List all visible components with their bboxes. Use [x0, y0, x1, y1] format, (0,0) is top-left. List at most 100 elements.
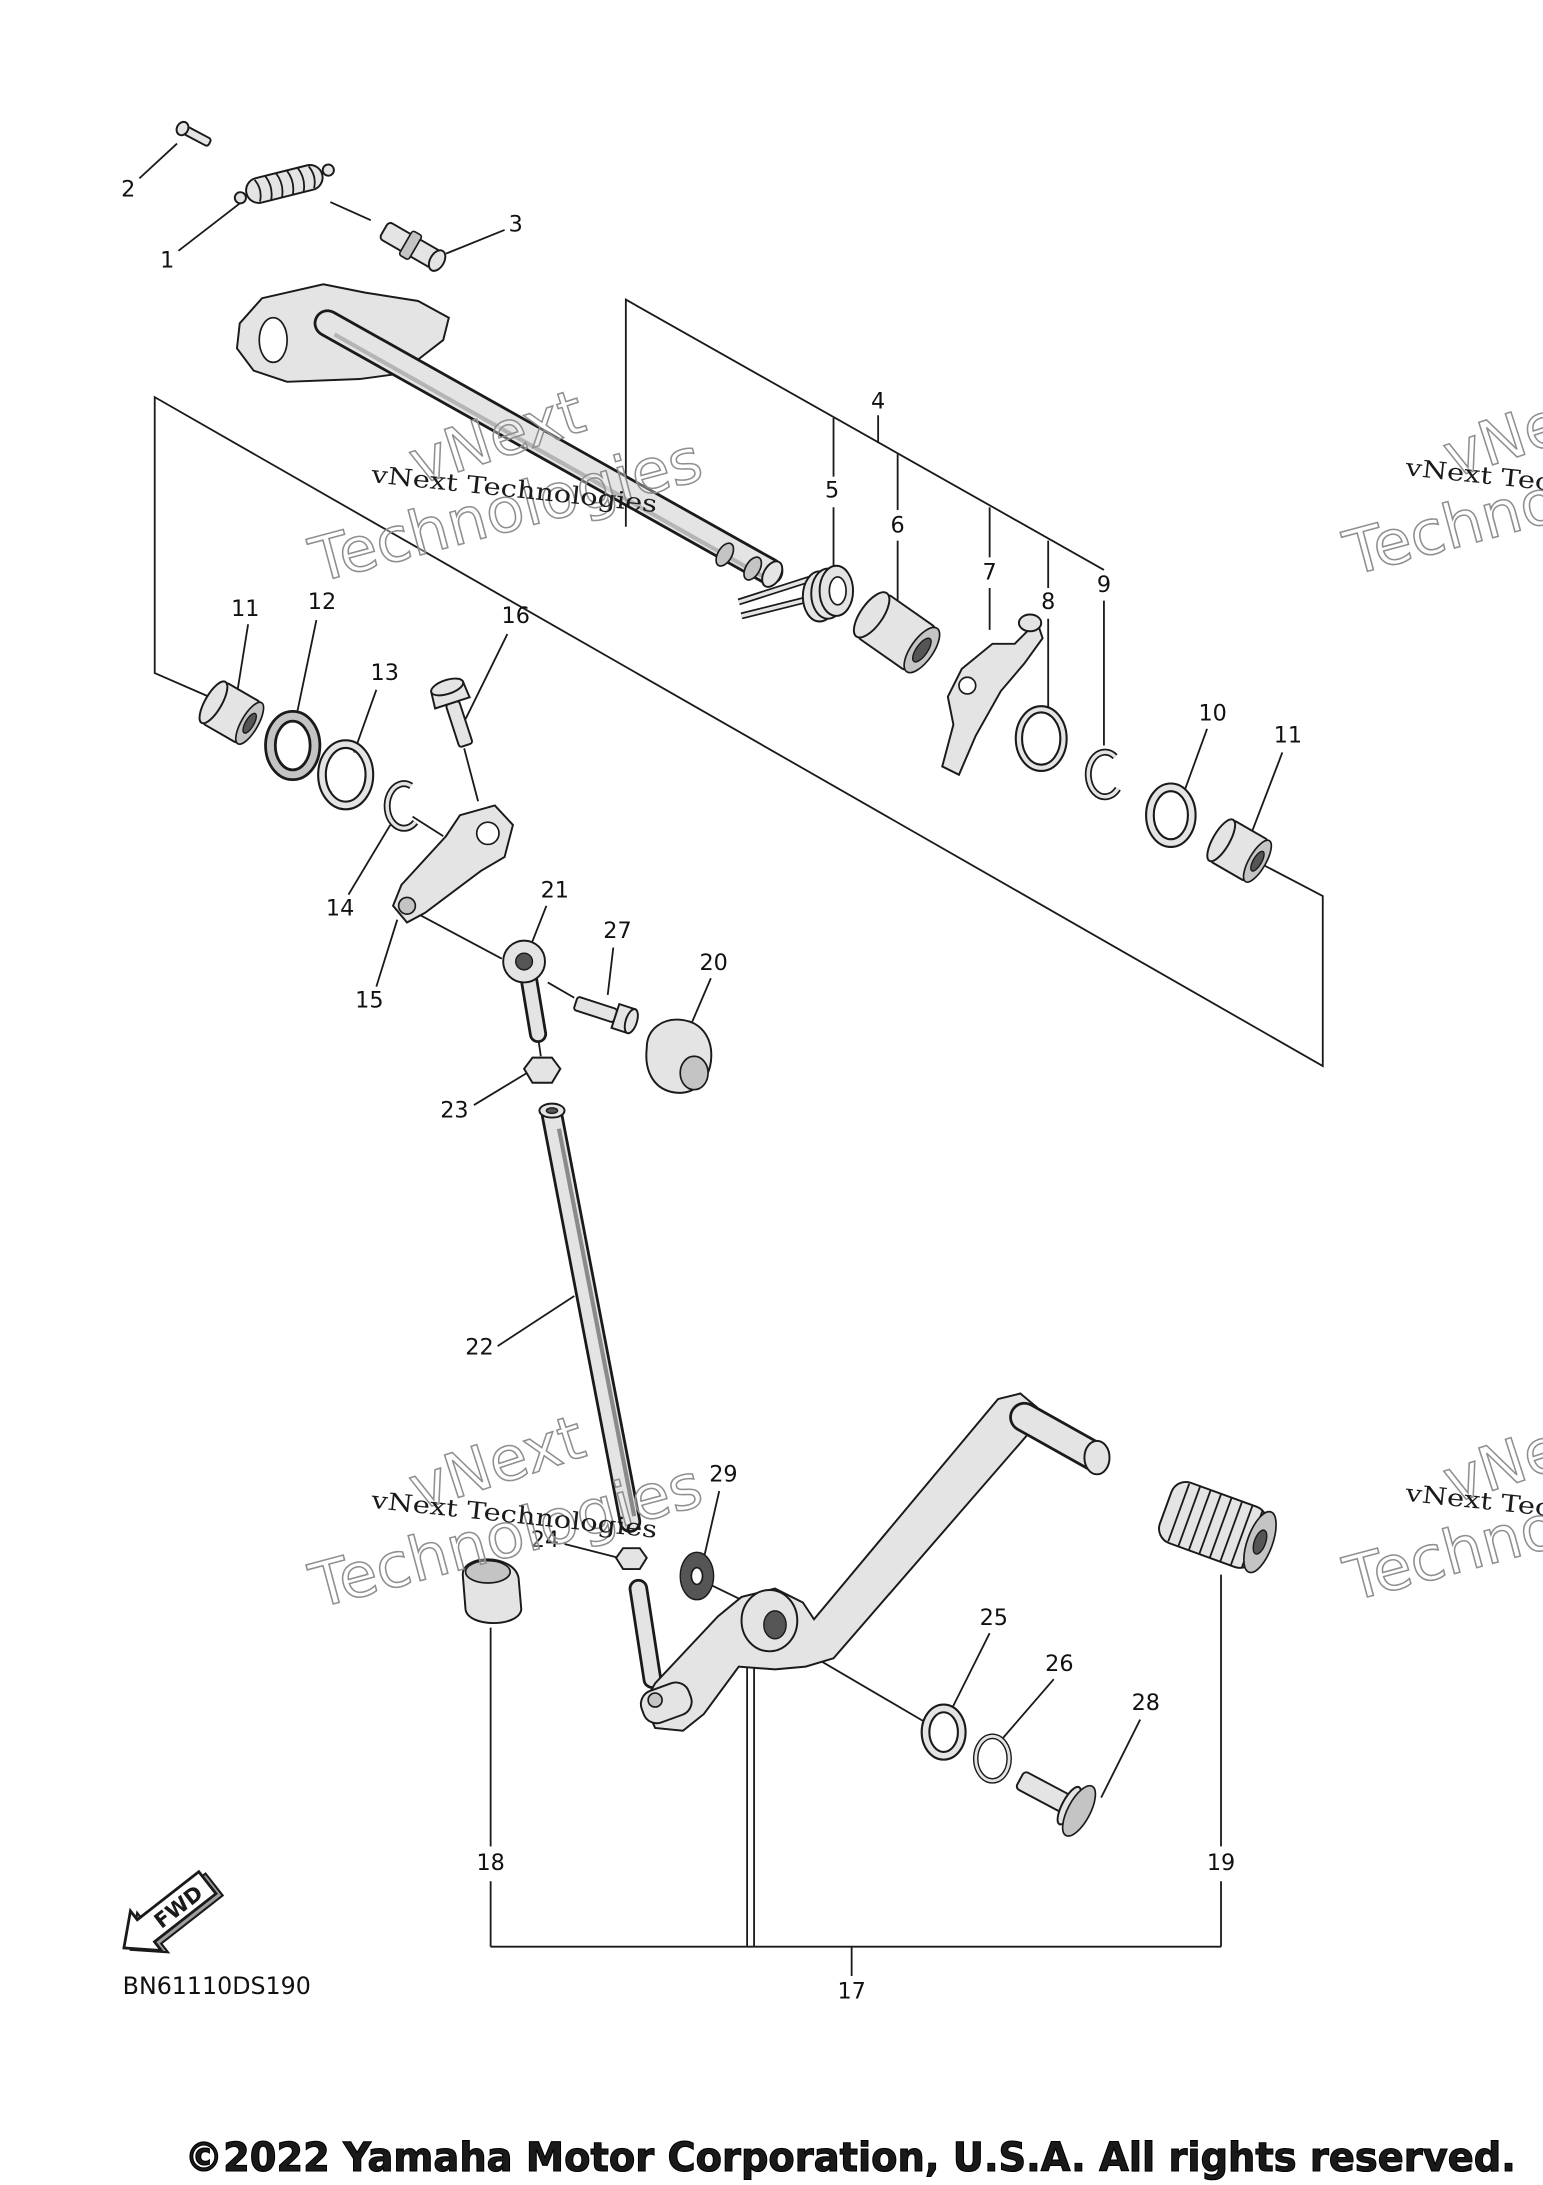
torsion-spring-part	[737, 564, 855, 623]
lever-roller	[1017, 613, 1043, 633]
callout-label: 14	[326, 896, 354, 922]
pedal-rubber-part	[1158, 1480, 1277, 1574]
bushing-bore	[1250, 850, 1265, 872]
rod-end-ball	[515, 952, 534, 971]
bolt-part-28	[1015, 1771, 1097, 1837]
foot-peg-end	[1083, 1439, 1111, 1476]
foot-peg	[1011, 1404, 1107, 1469]
leader-line-28	[1100, 1719, 1141, 1799]
washer-face	[922, 1705, 965, 1759]
washer-part-25	[920, 1703, 967, 1761]
callout-label: 11	[231, 596, 259, 622]
connector-line-15-21	[420, 914, 503, 960]
bushing-end	[198, 680, 229, 725]
callout-label: 15	[355, 987, 383, 1013]
spring-hook	[321, 163, 335, 177]
leader-line-2	[138, 142, 178, 180]
collar-part	[852, 591, 941, 674]
callout-label: 17	[837, 1978, 865, 2004]
washer-part-29	[679, 1551, 715, 1601]
pedal-part	[628, 1392, 1111, 1732]
shift-lever-part	[941, 613, 1044, 777]
callout-label: 19	[1207, 1850, 1235, 1876]
rod-top-bore	[545, 1107, 559, 1115]
callout-label: 5	[825, 477, 839, 503]
leader-line-22	[497, 1295, 575, 1347]
pin-head	[175, 120, 190, 137]
shaft-spline	[715, 542, 735, 567]
bushing-bore	[242, 712, 258, 734]
leader-line-10	[1183, 728, 1208, 791]
leader-line-20	[689, 977, 712, 1028]
callout-label: 3	[509, 211, 523, 237]
fwd-arrow-icon: FWD	[122, 1869, 225, 1954]
callout-label: 2	[121, 176, 135, 202]
bushing-end	[1206, 818, 1237, 863]
arm-end-hole	[397, 896, 417, 915]
bracket-hole	[258, 316, 288, 364]
rod-end-shaft	[521, 969, 545, 1041]
callout-labels: 1 2 3 4 5 6 7 8 9 10 11 11 12 13 14 15 1…	[121, 176, 1302, 2004]
bolt-shaft	[573, 996, 618, 1023]
shaft-end	[761, 560, 784, 588]
ring-part-26	[972, 1733, 1012, 1784]
leader-line-24	[564, 1543, 620, 1559]
callout-label: 4	[871, 388, 885, 414]
lever-plate	[941, 619, 1044, 777]
diagram-code: BN61110DS190	[123, 1972, 311, 2000]
leader-line-13	[353, 689, 378, 753]
seal-face	[266, 712, 319, 779]
bushing-part-right	[1206, 818, 1273, 883]
leader-line-1	[177, 202, 241, 252]
washer-face	[319, 741, 373, 809]
washer-hole	[690, 1566, 704, 1586]
circlip-face	[385, 781, 417, 830]
ring-face	[974, 1734, 1011, 1783]
bolt-shaft	[445, 700, 474, 748]
bolt-head	[1061, 1784, 1097, 1837]
callout-label: 27	[603, 918, 631, 944]
collar-end	[852, 591, 891, 639]
spring-part	[233, 163, 335, 205]
leader-line-3	[445, 229, 505, 255]
connector-line-1-3	[329, 201, 372, 221]
watermark: vNext Technologies vNext Technologies	[1336, 369, 1543, 591]
fwd-arrow-body	[122, 1869, 218, 1953]
circlip-part-14	[383, 780, 419, 832]
leader-line-14	[347, 824, 392, 896]
leader-line-15	[375, 919, 399, 987]
connector-line-21-27	[547, 981, 575, 999]
callout-label: 28	[1132, 1690, 1160, 1716]
shaft-shade	[333, 332, 765, 579]
collar-bore	[911, 637, 932, 663]
bushing-part-left	[198, 680, 265, 745]
cap-top	[464, 1559, 511, 1584]
connector-line-14-15	[412, 815, 444, 837]
bolt-part-27	[573, 996, 639, 1035]
spring-coils	[253, 165, 316, 202]
leader-lines	[138, 142, 1324, 1976]
shaft-spline	[743, 556, 763, 581]
bolt-head-face	[623, 1008, 639, 1035]
circlip-part	[1084, 748, 1121, 801]
callout-label: 8	[1041, 589, 1055, 615]
washer-part-left	[317, 739, 375, 811]
cap-face	[679, 1055, 709, 1091]
callout-label: 7	[983, 560, 997, 586]
nut-part-23	[522, 1056, 562, 1084]
pin-part	[175, 120, 212, 147]
lever-hole	[958, 676, 977, 695]
callout-label: 10	[1198, 700, 1226, 726]
leader-line-11-right	[1249, 752, 1284, 837]
callout-label: 11	[1274, 723, 1302, 749]
callout-label: 12	[308, 589, 336, 615]
cap-part-18	[461, 1558, 523, 1625]
spring-bore	[828, 576, 847, 606]
callout-label: 18	[476, 1850, 504, 1876]
group-bracket-17	[490, 1658, 1222, 1976]
callout-label: 23	[440, 1098, 468, 1124]
pin-body	[183, 126, 212, 147]
shift-arm-part	[391, 804, 515, 924]
shift-shaft	[235, 283, 784, 588]
